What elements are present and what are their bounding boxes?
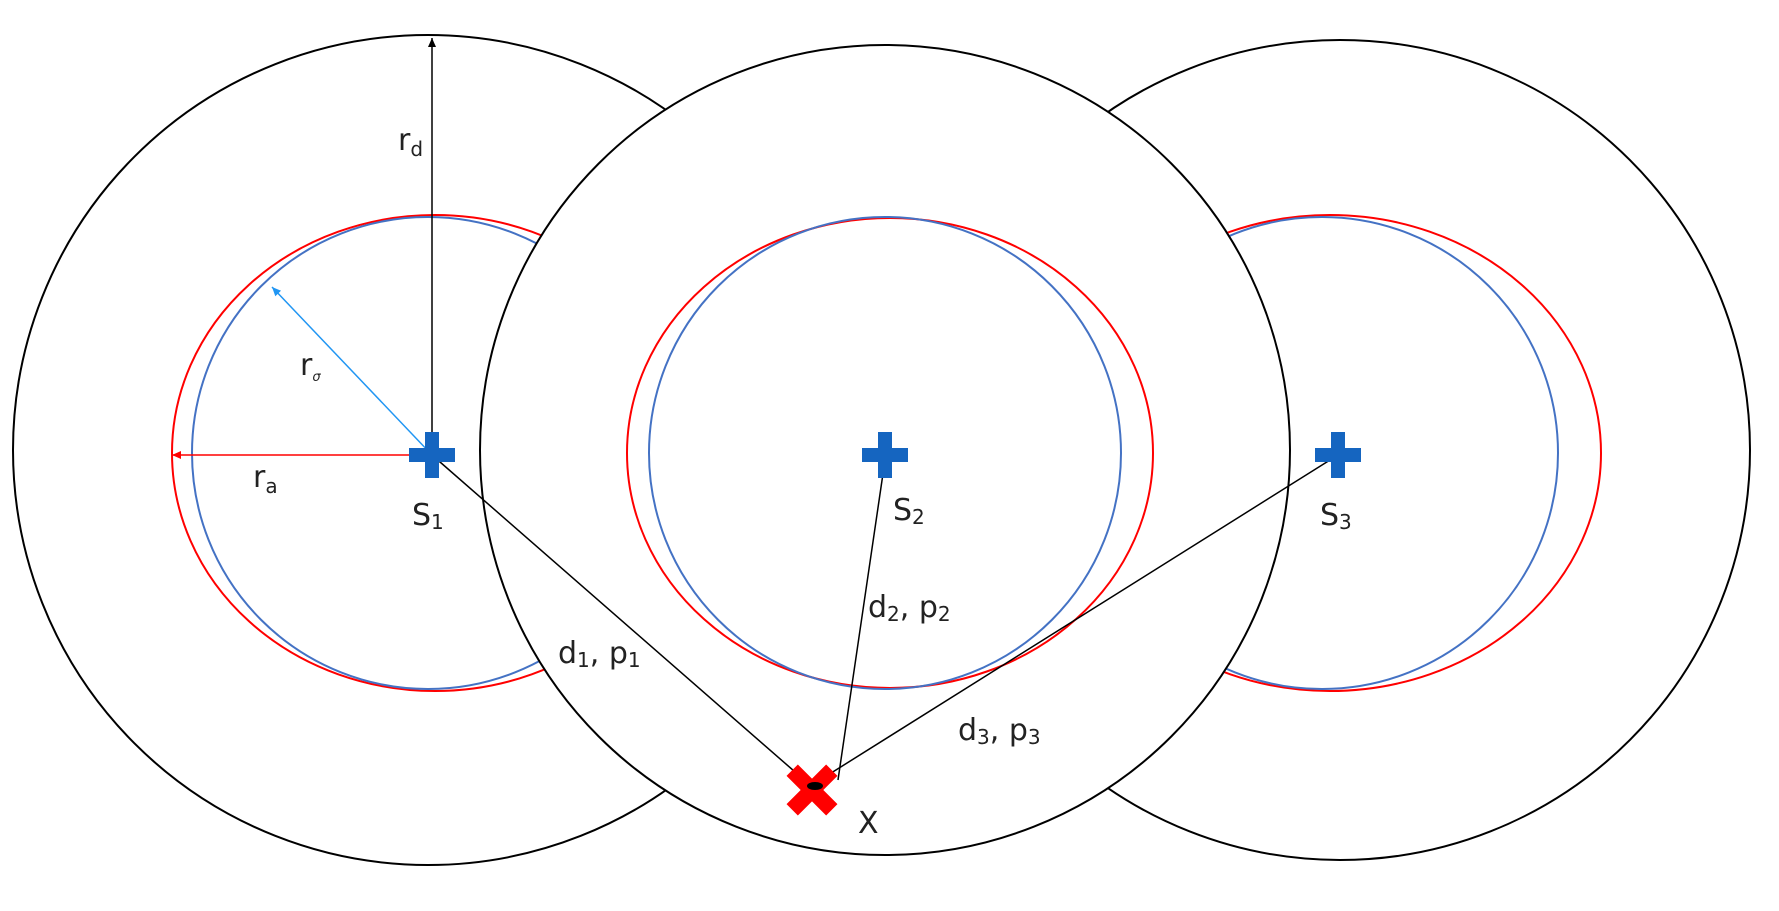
- label-rsigma: rσ: [300, 348, 321, 385]
- label-d3p3: d3, p3: [958, 713, 1041, 749]
- label-d2p2: d2, p2: [868, 590, 951, 626]
- line-s2-x: [837, 459, 886, 781]
- blue-plus-icon: [862, 432, 908, 478]
- label-d1p1: d1, p1: [558, 636, 641, 672]
- label-s1: S1: [412, 498, 444, 534]
- line-s3-x: [811, 454, 1339, 786]
- blue-plus-icon: [409, 432, 455, 478]
- label-rd: rd: [398, 123, 423, 161]
- blue-plus-icon: [1315, 432, 1361, 478]
- blue-circle-s2: [648, 216, 1122, 690]
- label-x: X: [858, 806, 879, 841]
- label-s3: S3: [1320, 498, 1352, 534]
- label-ra: ra: [253, 460, 278, 498]
- line-s1-x: [431, 454, 811, 786]
- label-s2: S2: [893, 493, 925, 529]
- rsigma-arrow: [271, 286, 433, 456]
- target-dot: [807, 782, 823, 790]
- red-x-icon: [786, 764, 838, 816]
